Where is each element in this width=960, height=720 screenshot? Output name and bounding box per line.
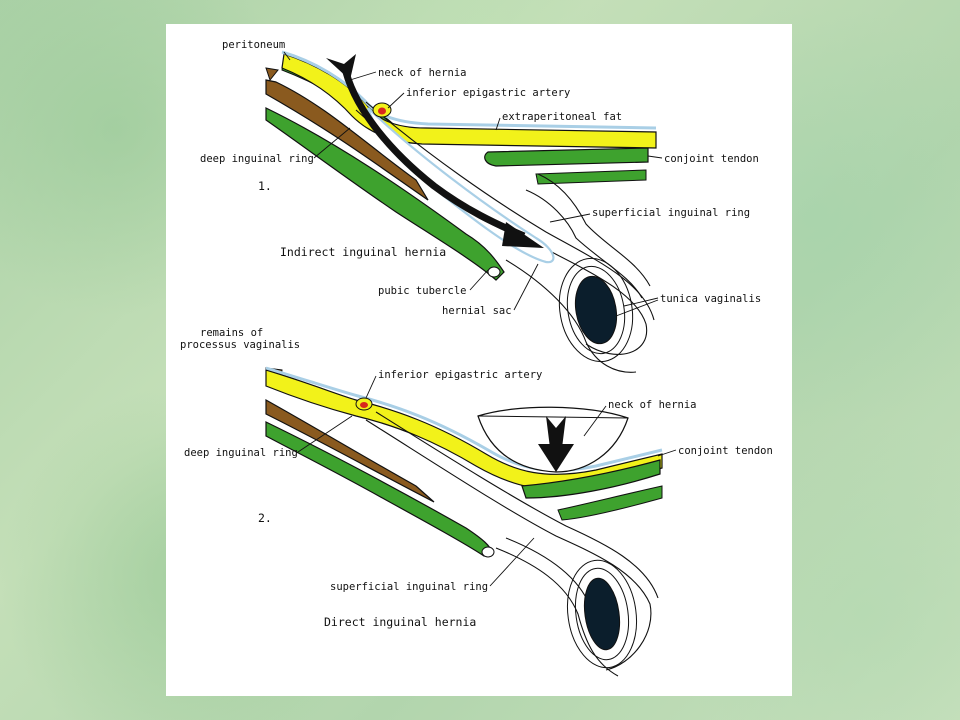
bowl-rim-2 xyxy=(477,415,629,419)
hernia-arrow-1 xyxy=(340,63,526,240)
ligament-tip-1 xyxy=(265,67,279,82)
label-superficial-inguinal-ring-1: superficial inguinal ring xyxy=(592,207,750,219)
artery-lumen-2 xyxy=(360,402,368,408)
figure-2-title: Direct inguinal hernia xyxy=(324,615,476,629)
label-neck-of-hernia-2: neck of hernia xyxy=(608,399,697,411)
label-tunica-vaginalis: tunica vaginalis xyxy=(660,293,761,305)
lower-muscle-1 xyxy=(265,107,505,281)
tunica-vaginalis-outer-1 xyxy=(558,257,634,363)
label-peritoneum: peritoneum xyxy=(222,39,285,51)
pubic-tubercle-1 xyxy=(487,266,501,278)
conjoint-tendon-1 xyxy=(484,147,649,167)
inguinal-ligament-2 xyxy=(265,398,435,503)
testis-1 xyxy=(574,275,618,345)
label-remains-line1: remains of xyxy=(200,327,263,339)
arrow-head-1 xyxy=(502,222,544,248)
hernia-arrow-2 xyxy=(546,416,566,448)
label-remains-line2: processus vaginalis xyxy=(180,339,300,351)
diagram-panel: peritoneum neck of hernia inferior epiga… xyxy=(166,24,792,696)
label-neck-of-hernia-1: neck of hernia xyxy=(378,67,467,79)
cord-coverings-2 xyxy=(365,411,659,677)
testis-2 xyxy=(583,577,621,651)
hernia-diagram: peritoneum neck of hernia inferior epiga… xyxy=(180,39,773,677)
label-pubic-tubercle: pubic tubercle xyxy=(378,285,467,297)
figure-1-indirect-hernia xyxy=(265,50,657,373)
figure-1-labels: peritoneum neck of hernia inferior epiga… xyxy=(200,39,761,317)
label-conjoint-tendon-2: conjoint tendon xyxy=(678,445,773,457)
figure-2-direct-hernia xyxy=(265,366,663,677)
artery-lumen-1 xyxy=(378,107,386,115)
conjoint-tendon-2 xyxy=(521,459,661,499)
conjoint-lower-1 xyxy=(535,169,647,185)
label-inferior-epigastric-artery-2: inferior epigastric artery xyxy=(378,369,542,381)
conjoint-lower-2 xyxy=(557,485,663,521)
label-conjoint-tendon-1: conjoint tendon xyxy=(664,153,759,165)
peritoneum-line-1 xyxy=(281,50,657,130)
inguinal-ligament-1 xyxy=(265,79,429,201)
label-deep-inguinal-ring-1: deep inguinal ring xyxy=(200,153,314,165)
tunica-vaginalis-inner-1 xyxy=(566,265,626,355)
arrow-tail-1 xyxy=(326,54,356,80)
label-inferior-epigastric-artery-1: inferior epigastric artery xyxy=(406,87,570,99)
tunica-outer-2 xyxy=(567,559,637,669)
figure-2-number: 2. xyxy=(258,511,272,525)
figure-1-number: 1. xyxy=(258,179,272,193)
label-extraperitoneal-fat: extraperitoneal fat xyxy=(502,111,622,123)
arrow-head-2 xyxy=(538,444,574,472)
label-deep-inguinal-ring-2: deep inguinal ring xyxy=(184,447,298,459)
label-superficial-inguinal-ring-2: superficial inguinal ring xyxy=(330,581,488,593)
pubic-tubercle-2 xyxy=(481,546,495,558)
label-hernial-sac: hernial sac xyxy=(442,305,512,317)
figure-2-labels: remains of processus vaginalis inferior … xyxy=(180,327,773,629)
tunica-inner-2 xyxy=(574,567,630,661)
figure-1-title: Indirect inguinal hernia xyxy=(280,245,446,259)
